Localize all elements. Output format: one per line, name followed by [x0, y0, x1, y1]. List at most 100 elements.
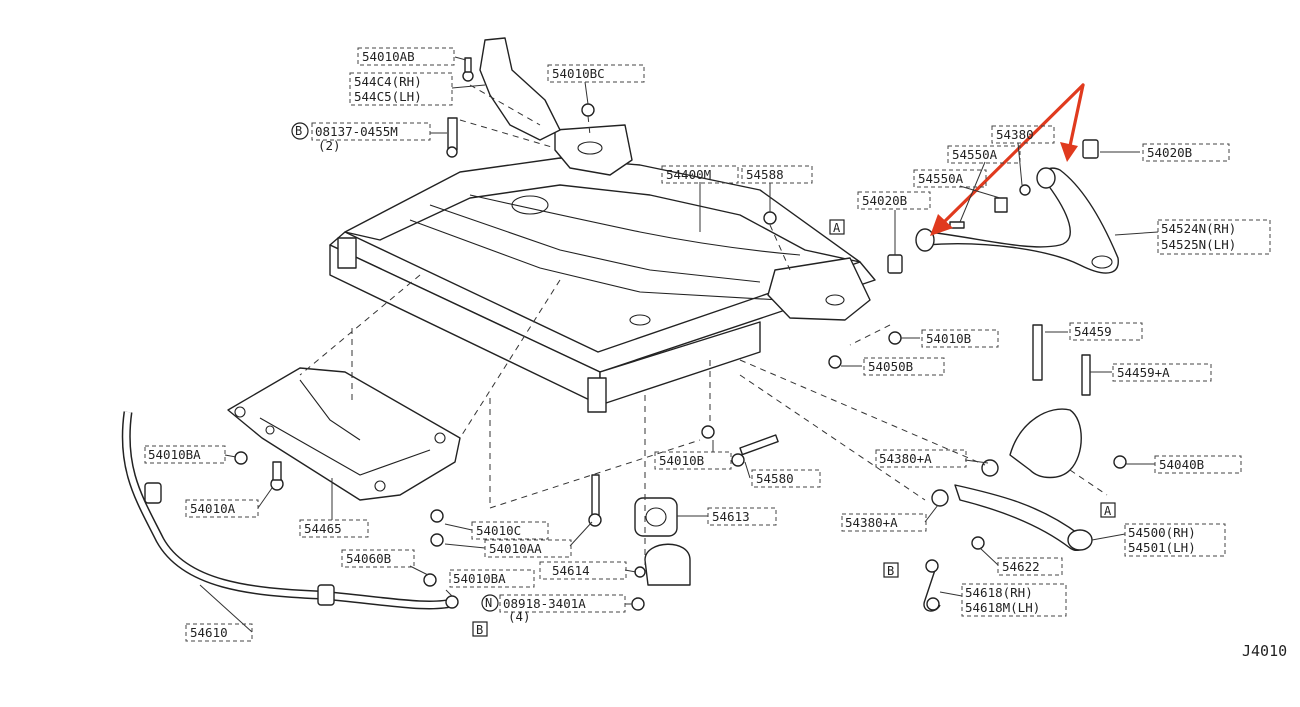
label-text: 544C5(LH) [354, 89, 422, 104]
label-544C4: 544C4(RH) 544C5(LH) [349, 72, 453, 106]
label-text: 544C4(RH) [354, 74, 422, 89]
upper-link [887, 139, 1119, 274]
label-text: 54400M [666, 167, 711, 182]
label-text: (2) [318, 138, 341, 153]
label-text: 54614 [552, 563, 590, 578]
label-54010BA-left: 54010BA [144, 445, 226, 464]
label-54010BC: 54010BC [547, 64, 645, 83]
highlight-arrows [930, 83, 1085, 236]
label-54010B-right: 54010B [921, 329, 999, 348]
label-text: 54459+A [1117, 365, 1170, 380]
label-text: 54050B [868, 359, 913, 374]
label-text: 54010A [190, 501, 236, 516]
label-text: 54380+A [879, 451, 932, 466]
label-54500: 54500(RH) 54501(LH) [1124, 523, 1226, 557]
label-54010BA-bot: 54010BA [449, 569, 535, 588]
label-text: 54580 [756, 471, 794, 486]
label-text: 54010B [926, 331, 971, 346]
ref-letter: A [833, 221, 841, 235]
ref-letter: A [1104, 504, 1112, 518]
stabilizer-connecting-rod [923, 559, 941, 612]
label-54380A-top: 54380+A [875, 449, 967, 468]
label-text: 54010B [659, 453, 704, 468]
ref-letter: B [295, 124, 302, 138]
label-54613: 54613 [707, 507, 777, 526]
stabilizer-bushing [631, 497, 691, 611]
label-text: 54618M(LH) [965, 600, 1040, 615]
label-text: 54380+A [845, 515, 898, 530]
label-54380: 54380 [991, 125, 1055, 144]
lower-cover-plate [227, 367, 461, 501]
label-text: 54010C [476, 523, 521, 538]
ref-a-lower: A [1100, 502, 1116, 518]
label-54040B: 54040B [1154, 455, 1242, 474]
label-54010B-mid: 54010B [654, 451, 732, 470]
label-text: 54060B [346, 551, 391, 566]
label-08137-0455M: B 08137-0455M (2) [291, 122, 431, 153]
label-text: 54613 [712, 509, 750, 524]
label-text: 54010AA [489, 541, 542, 556]
label-text: 54020B [1147, 145, 1192, 160]
label-text: 54500(RH) [1128, 525, 1196, 540]
label-text: (4) [508, 609, 531, 624]
label-text: 54622 [1002, 559, 1040, 574]
diagram-code: J4010 [1242, 642, 1287, 660]
part-labels: 54010AB 544C4(RH) 544C5(LH) 54010BC B 08… [144, 47, 1271, 642]
stabilizer-bar [121, 411, 459, 610]
label-text: 54380 [996, 127, 1034, 142]
label-text: 54525N(LH) [1161, 237, 1236, 252]
label-text: 54618(RH) [965, 585, 1033, 600]
label-54465: 54465 [299, 519, 369, 538]
label-54588: 54588 [741, 165, 813, 184]
label-text: 08918-3401A [503, 596, 586, 611]
label-text: 54010BA [453, 571, 506, 586]
ref-letter: N [485, 596, 492, 610]
ref-letter: B [476, 623, 483, 637]
ref-letter: B [887, 564, 894, 578]
ref-b-lower: B [472, 621, 488, 637]
label-text: 54465 [304, 521, 342, 536]
label-54550A-2: 54550A [913, 169, 987, 188]
label-54020B-left: 54020B [857, 191, 931, 210]
label-54010C: 54010C [471, 521, 549, 540]
label-54020B-top: 54020B [1142, 143, 1230, 162]
assembly-guides [299, 84, 1108, 565]
label-54550A-1: 54550A [947, 145, 1021, 164]
label-54010AB: 54010AB [357, 47, 455, 66]
label-text: 54020B [862, 193, 907, 208]
label-text: 54040B [1159, 457, 1204, 472]
label-08918-3401A: N 08918-3401A (4) [481, 594, 626, 624]
label-54380A-bot: 54380+A [841, 513, 927, 532]
front-crossmember [329, 37, 876, 413]
ref-b-right: B [883, 562, 899, 578]
label-text: 54524N(RH) [1161, 221, 1236, 236]
label-text: 54588 [746, 167, 784, 182]
label-54580: 54580 [751, 469, 821, 488]
lower-link [931, 324, 1127, 552]
label-54010AA: 54010AA [484, 539, 572, 558]
label-text: 54550A [918, 171, 964, 186]
label-54010A: 54010A [185, 499, 259, 518]
label-text: 54010BC [552, 66, 605, 81]
fasteners [234, 211, 902, 587]
label-54614: 54614 [539, 561, 627, 580]
label-54060B: 54060B [341, 549, 415, 568]
label-54618: 54618(RH) 54618M(LH) [961, 583, 1067, 617]
label-54459A: 54459+A [1112, 363, 1212, 382]
label-54400M: 54400M [661, 165, 739, 184]
label-54610: 54610 [185, 623, 253, 642]
ref-a-upper: A [829, 219, 845, 235]
label-text: 54610 [190, 625, 228, 640]
label-text: 54010AB [362, 49, 415, 64]
leader-lines [199, 56, 1159, 633]
label-54524N: 54524N(RH) 54525N(LH) [1157, 219, 1271, 255]
label-text: 08137-0455M [315, 124, 398, 139]
label-text: 54550A [952, 147, 998, 162]
label-54459: 54459 [1069, 322, 1143, 341]
label-text: 54459 [1074, 324, 1112, 339]
label-54622: 54622 [997, 557, 1063, 576]
label-text: 54501(LH) [1128, 540, 1196, 555]
label-text: 54010BA [148, 447, 201, 462]
